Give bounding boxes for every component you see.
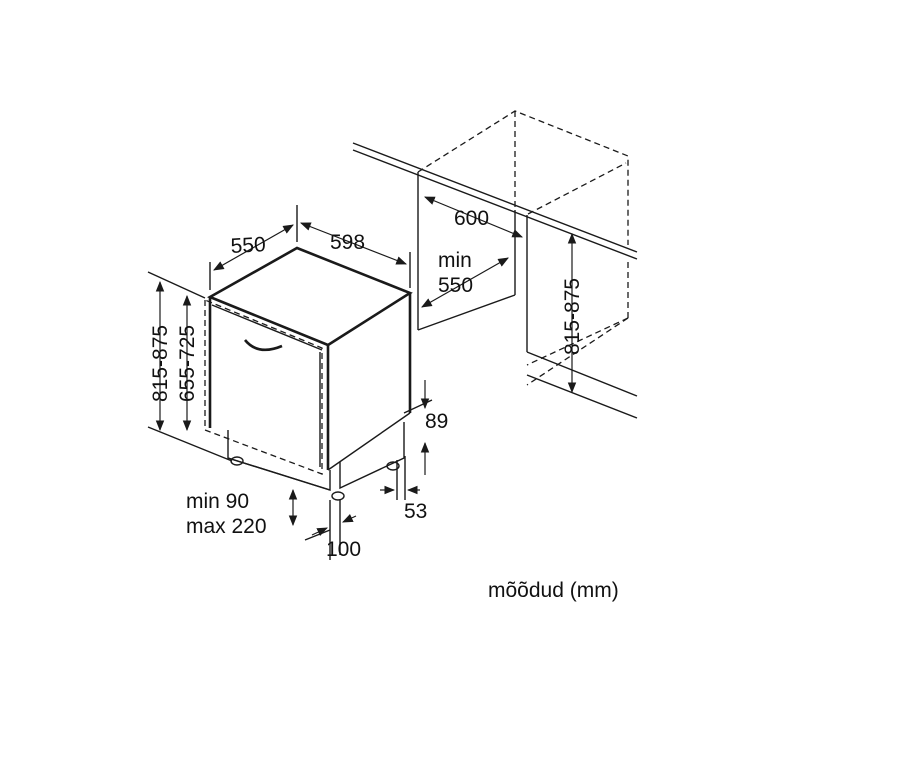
niche-floor-line-2 [526,374,638,419]
niche-dashed-floor [526,317,629,366]
ext-height-bottom [147,426,233,462]
dim-min550-line [421,257,509,308]
worktop-line-top [352,142,638,253]
label-offset-100: 100 [326,538,361,561]
dishwasher-side-bottom [327,412,411,471]
ext-height-top [147,271,206,299]
worktop-line-bottom [352,149,638,260]
dishwasher-top [207,246,413,347]
door-handle [243,339,283,352]
niche-drawing [352,110,638,419]
dim-550-line [213,224,294,271]
label-plinth-89: 89 [425,410,448,433]
label-height-655-725: 655-725 [176,325,199,402]
dishwasher-drawing [147,205,433,560]
units-caption: mõõdud (mm) [488,579,619,602]
niche-floor-line-1 [526,351,638,397]
dim-600-line [424,196,523,238]
plinth-right [339,422,405,490]
dim-100-arrow-left [311,527,328,537]
dim-100-arrow-right [342,514,357,523]
foot-right [386,461,400,471]
label-plinth-min: min 90 [186,490,249,513]
foot-front [331,491,345,501]
label-plinth-max: max 220 [186,515,267,538]
niche-dashed-diag [527,162,627,215]
label-depth-550: 550 [230,233,266,258]
label-niche-min: min [438,249,472,272]
niche-left-bottom [417,294,516,331]
label-niche-600: 600 [454,207,489,230]
niche-dashed-top [417,110,629,245]
label-height-815-875: 815-875 [149,325,172,402]
door-inner-top [211,304,323,351]
label-width-598: 598 [330,231,365,254]
plinth-line [227,457,331,491]
door-panel-outline [204,299,323,475]
dim-598-line [299,222,408,265]
label-foot-53: 53 [404,500,427,523]
label-niche-550: 550 [438,274,473,297]
label-niche-height-815-875: 815-875 [561,278,584,355]
niche-dashed-floor-2 [526,317,629,386]
